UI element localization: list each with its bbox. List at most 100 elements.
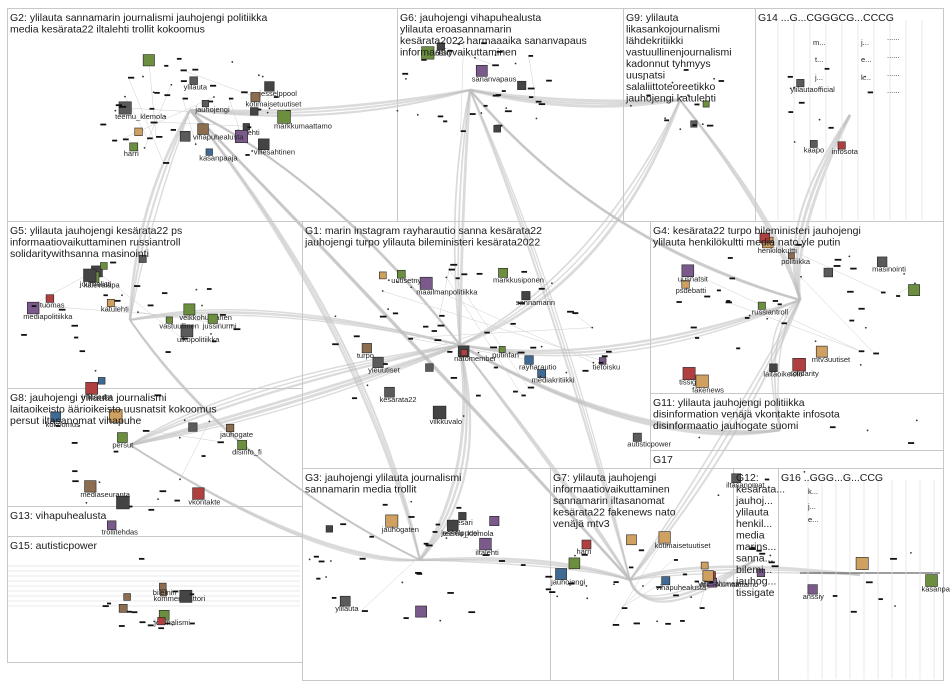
node-dash (517, 302, 525, 304)
node-dash (673, 559, 678, 561)
node-dash (849, 319, 855, 322)
avatar-node (264, 81, 275, 92)
node-dash (180, 69, 187, 72)
node-dash (581, 553, 588, 556)
edge (128, 109, 191, 321)
node-dash (492, 64, 499, 67)
node-dash (673, 594, 679, 597)
edge (764, 237, 882, 292)
edge (189, 89, 471, 115)
edge (182, 97, 196, 145)
node-dash (447, 350, 453, 353)
node-dash (455, 277, 460, 280)
avatar-node (50, 411, 61, 423)
avatar-node (568, 557, 581, 570)
avatar-node (179, 131, 191, 142)
avatar-node (681, 280, 690, 289)
node-dot (268, 107, 271, 110)
avatar-node (116, 495, 130, 510)
node-dash (759, 552, 766, 555)
node-dash (493, 366, 498, 369)
node-dash (764, 478, 770, 481)
node-dash (787, 75, 793, 78)
node-dash (416, 573, 423, 575)
edge (460, 42, 464, 131)
node-dash (379, 315, 387, 318)
node-label: laitaoikeisto (763, 370, 802, 379)
edge (469, 89, 631, 581)
node-dash (520, 564, 526, 566)
node-dot (505, 107, 508, 109)
node-dot (793, 141, 796, 143)
node-dash (504, 110, 512, 113)
node-dash (777, 303, 782, 306)
node-dash (245, 154, 250, 156)
node-label: mediapolitiikka (23, 312, 73, 321)
edge (458, 89, 472, 346)
node-label: autisticpower (627, 439, 671, 448)
edge (448, 268, 528, 387)
node-dash (530, 346, 537, 349)
node-dot (152, 91, 155, 94)
avatar-node (809, 140, 818, 148)
node-dot (462, 415, 465, 417)
node-dash (680, 620, 685, 622)
edge (572, 312, 593, 328)
edge (767, 242, 874, 353)
node-dot (457, 42, 459, 45)
node-dash (147, 304, 154, 307)
node-dash (159, 490, 167, 493)
node-dot (717, 494, 720, 497)
node-label: teemu_klemola (443, 529, 495, 538)
node-dot (642, 78, 645, 81)
node-dash (115, 104, 123, 107)
node-dash (858, 307, 865, 310)
edge (128, 109, 192, 321)
node-dot (231, 61, 234, 63)
node-dash (149, 107, 155, 110)
node-dash (113, 450, 119, 453)
avatar-node (27, 301, 40, 315)
node-dot (179, 478, 181, 481)
node-dash (567, 310, 574, 313)
avatar-node (138, 254, 147, 263)
node-dot (164, 115, 167, 118)
node-dot (124, 95, 126, 98)
node-dash (510, 322, 516, 325)
node-dash (865, 581, 873, 584)
node-dot (210, 332, 212, 335)
node-label: hesari (452, 518, 473, 527)
node-label: iltasanomat (726, 481, 765, 490)
avatar-node (207, 313, 218, 324)
node-dash (606, 350, 612, 353)
node-dash (423, 325, 429, 328)
node-dot (194, 143, 197, 145)
avatar-node (109, 409, 123, 423)
node-dash (122, 138, 129, 141)
edge (679, 99, 801, 301)
g14-column-label: ...... (887, 69, 900, 78)
edge (446, 277, 522, 395)
node-dot (201, 304, 203, 307)
node-dash (219, 313, 226, 316)
avatar-node (45, 294, 55, 303)
node-dot (814, 340, 817, 343)
node-dash (273, 96, 279, 98)
edge (459, 99, 681, 346)
node-dash (340, 523, 347, 526)
node-dash (74, 336, 79, 339)
node-dash (58, 308, 66, 311)
avatar-node (537, 369, 547, 378)
node-dot (439, 619, 442, 622)
edge (457, 89, 471, 346)
node-dot (909, 551, 912, 554)
avatar-node (460, 349, 468, 357)
node-dash (439, 314, 445, 317)
edge (96, 271, 182, 338)
node-dot (153, 620, 155, 623)
node-dash (692, 124, 697, 127)
avatar-node (681, 264, 695, 278)
g14-column-label: j... (860, 38, 869, 47)
node-label: solidarity (789, 369, 819, 378)
